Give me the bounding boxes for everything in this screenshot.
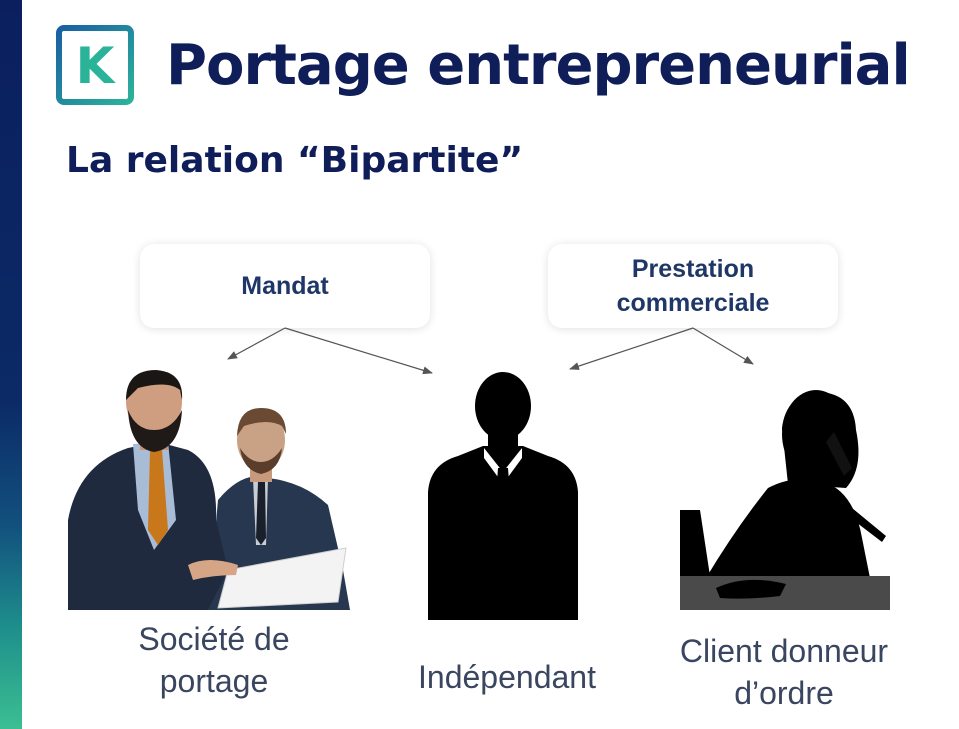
logo-letter: K bbox=[76, 37, 117, 95]
caption-independant: Indépendant bbox=[392, 656, 622, 698]
relation-box-mandat: Mandat bbox=[140, 244, 430, 328]
caption-independant-text: Indépendant bbox=[418, 659, 596, 695]
arrow-prestation-to-client bbox=[692, 327, 754, 365]
relation-label-mandat: Mandat bbox=[241, 272, 329, 300]
side-accent-bar bbox=[0, 0, 22, 729]
caption-client-line2: d’ordre bbox=[734, 675, 834, 711]
caption-societe-line1: Société de bbox=[138, 621, 290, 657]
businessmen-illustration bbox=[68, 370, 350, 610]
caption-societe-de-portage: Société de portage bbox=[104, 618, 324, 702]
page-title: Portage entrepreneurial bbox=[166, 33, 911, 98]
arrow-mandat-to-independant bbox=[284, 327, 433, 375]
relation-label-prestation-line2: commerciale bbox=[616, 289, 770, 317]
caption-societe-line2: portage bbox=[159, 663, 269, 699]
independent-silhouette-icon bbox=[428, 372, 578, 620]
arrow-prestation-to-independant bbox=[569, 327, 694, 370]
relation-box-prestation: Prestation commerciale bbox=[548, 244, 838, 328]
relation-label-prestation-line1: Prestation bbox=[631, 255, 755, 283]
page-subtitle: La relation “Bipartite” bbox=[66, 140, 524, 181]
k-logo-icon: K bbox=[56, 25, 134, 105]
arrow-mandat-to-societe bbox=[227, 327, 286, 360]
caption-client-donneur-dordre: Client donneur d’ordre bbox=[654, 630, 914, 714]
client-phone-silhouette-icon bbox=[680, 390, 890, 610]
caption-client-line1: Client donneur bbox=[679, 633, 889, 669]
